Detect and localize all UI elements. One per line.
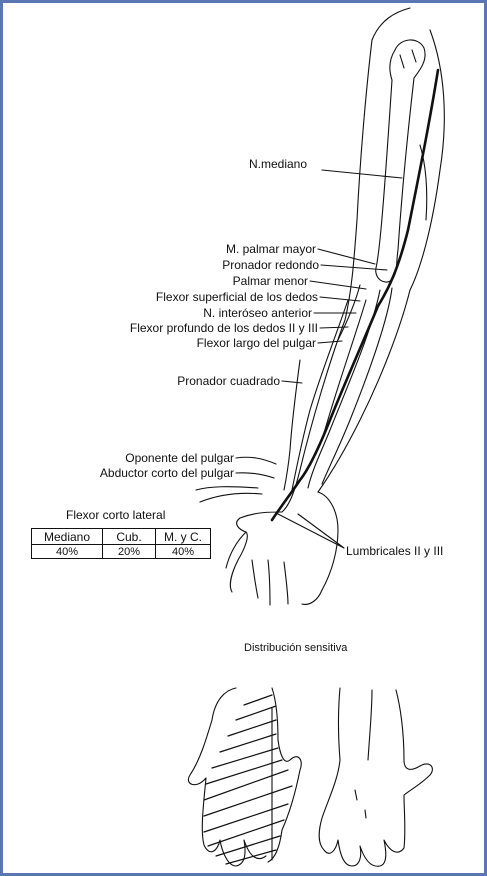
label-pronador-cuadrado: Pronador cuadrado <box>96 374 280 388</box>
pointer-pronador-cuadrado <box>282 381 302 383</box>
label-abductor: Abductor corto del pulgar <box>40 466 234 480</box>
label-distribucion-sensitiva: Distribución sensitiva <box>244 641 347 655</box>
label-flexor-profundo: Flexor profundo de los dedos II y III <box>40 321 318 335</box>
table-value-mediano: 40% <box>32 545 103 559</box>
label-interoseo: N. interóseo anterior <box>96 306 312 320</box>
label-flexor-corto: Flexor corto lateral <box>66 508 165 522</box>
table-header-myc: M. y C. <box>156 529 211 545</box>
pointer-abductor <box>236 473 274 478</box>
pointer-palmar-menor <box>310 281 366 289</box>
label-flexor-largo: Flexor largo del pulgar <box>96 336 316 350</box>
table-header-mediano: Mediano <box>32 529 103 545</box>
table-header-cub: Cub. <box>103 529 156 545</box>
table-values-row: 40% 20% 40% <box>32 545 211 559</box>
hand-outline <box>226 492 338 605</box>
label-flexor-superficial: Flexor superficial de los dedos <box>60 290 318 304</box>
label-pronador-redondo: Pronador redondo <box>96 258 319 272</box>
arm-outline-right <box>318 30 444 492</box>
pointer-oponente <box>236 457 276 464</box>
pointer-n-mediano <box>322 170 402 178</box>
pointer-lumbricales <box>278 514 344 548</box>
pointer-palmar-mayor <box>318 249 375 264</box>
label-palmar-mayor: M. palmar mayor <box>96 242 316 256</box>
distribution-table: Mediano Cub. M. y C. 40% 20% 40% <box>31 528 211 559</box>
pointer-pronador-redondo <box>321 265 387 270</box>
humerus-bone <box>376 40 425 282</box>
pointer-flexor-superficial <box>320 297 360 301</box>
label-oponente: Oponente del pulgar <box>60 451 234 465</box>
label-n-mediano: N.mediano <box>249 157 307 171</box>
table-value-myc: 40% <box>156 545 211 559</box>
palm-hand-outline <box>188 688 301 866</box>
palm-shading <box>204 695 292 864</box>
pointer-flexor-largo <box>318 341 342 343</box>
label-palmar-menor: Palmar menor <box>96 274 308 288</box>
ulna-bone <box>322 288 392 484</box>
label-lumbricales: Lumbricales II y III <box>346 544 443 558</box>
table-header-row: Mediano Cub. M. y C. <box>32 529 211 545</box>
table-value-cub: 20% <box>103 545 156 559</box>
back-hand-outline <box>319 688 432 866</box>
